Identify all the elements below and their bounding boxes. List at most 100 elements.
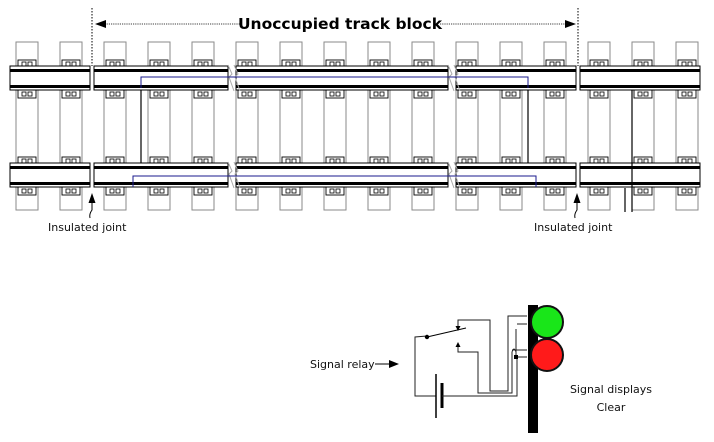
signal	[528, 305, 564, 433]
clip-bolt	[21, 188, 27, 194]
clip-bolt	[197, 188, 203, 194]
track-circuit-wire-top	[140, 76, 529, 88]
clip-bolt	[159, 188, 165, 194]
rail-clip	[237, 89, 257, 99]
track-break-mark	[447, 64, 455, 92]
clip-bolt	[329, 188, 335, 194]
rail-clip	[237, 186, 257, 196]
clip-bolt	[461, 61, 467, 67]
block-extent-indicator: Unoccupied track block	[91, 8, 579, 66]
clip-bolt	[329, 158, 335, 164]
rail-clip	[501, 89, 521, 99]
clip-bolt	[21, 158, 27, 164]
clip-bolt	[65, 61, 71, 67]
rail-clip	[589, 89, 609, 99]
clip-bolt	[549, 188, 555, 194]
callout-arrow-right	[574, 198, 578, 219]
arrow-left-icon	[95, 20, 106, 28]
clip-bolt	[291, 61, 297, 67]
rail-clip	[677, 89, 697, 99]
clip-bolt	[505, 91, 511, 97]
clip-bolt	[643, 61, 649, 67]
clip-bolt	[285, 91, 291, 97]
clip-bolt	[417, 61, 423, 67]
clip-bolt	[687, 61, 693, 67]
clip-bolt	[71, 188, 77, 194]
clip-bolt	[505, 158, 511, 164]
green-light	[530, 305, 564, 339]
clip-bolt	[285, 158, 291, 164]
clip-bolt	[247, 158, 253, 164]
clip-bolt	[65, 158, 71, 164]
rail-clip	[105, 186, 125, 196]
track-break-mark	[233, 64, 241, 92]
battery-wire-right	[442, 356, 527, 397]
track-circuit-wire-bottom	[132, 175, 537, 187]
clip-bolt	[511, 61, 517, 67]
insulated-joint-right-callout: Insulated joint	[534, 193, 613, 234]
clip-bolt	[115, 61, 121, 67]
clip-bolt	[423, 61, 429, 67]
rail-clip	[61, 186, 81, 196]
clip-bolt	[643, 91, 649, 97]
rail-clip	[281, 186, 301, 196]
rail-head	[456, 182, 576, 185]
rail-clip	[369, 89, 389, 99]
track-break-mark	[447, 161, 455, 189]
clip-bolt	[291, 158, 297, 164]
insulated-joint-left-callout: Insulated joint	[48, 193, 127, 234]
track-break-mark	[227, 161, 235, 189]
clip-bolt	[637, 61, 643, 67]
rail-head	[456, 85, 576, 88]
clip-bolt	[511, 188, 517, 194]
signal-post	[528, 305, 538, 433]
rail-head	[580, 182, 700, 185]
rail-clip	[61, 89, 81, 99]
track-break-mark	[233, 161, 241, 189]
clip-bolt	[379, 61, 385, 67]
clip-bolt	[241, 91, 247, 97]
clip-bolt	[593, 61, 599, 67]
rail-head	[10, 166, 90, 169]
clip-bolt	[681, 188, 687, 194]
clip-bolt	[467, 188, 473, 194]
track-break-mark	[227, 64, 235, 92]
clip-bolt	[109, 158, 115, 164]
clip-bolt	[373, 188, 379, 194]
clip-bolt	[687, 188, 693, 194]
clip-bolt	[21, 91, 27, 97]
signal-status-line1: Signal displays	[570, 383, 652, 396]
clip-bolt	[505, 61, 511, 67]
clip-bolt	[417, 188, 423, 194]
clip-bolt	[335, 61, 341, 67]
clip-bolt	[687, 158, 693, 164]
clip-bolt	[379, 188, 385, 194]
clip-bolt	[555, 91, 561, 97]
clip-bolt	[291, 188, 297, 194]
clip-bolt	[241, 158, 247, 164]
clip-bolt	[379, 158, 385, 164]
clip-bolt	[549, 61, 555, 67]
clip-bolt	[159, 91, 165, 97]
clip-bolt	[505, 188, 511, 194]
clip-bolt	[197, 91, 203, 97]
clip-bolt	[379, 91, 385, 97]
clip-bolt	[511, 158, 517, 164]
rail-head	[10, 182, 90, 185]
rail-clip	[633, 186, 653, 196]
track-break-mark	[453, 64, 461, 92]
rail-clip	[105, 89, 125, 99]
insulated-joint-label-right: Insulated joint	[534, 221, 613, 234]
rail-clip	[17, 89, 37, 99]
clip-bolt	[71, 61, 77, 67]
clip-bolt	[27, 188, 33, 194]
rail-clip	[413, 89, 433, 99]
clip-bolt	[247, 188, 253, 194]
rail-head	[580, 69, 700, 72]
clip-bolt	[599, 91, 605, 97]
clip-bolt	[153, 158, 159, 164]
clip-bolt	[329, 91, 335, 97]
clip-bolt	[373, 61, 379, 67]
clip-bolt	[109, 61, 115, 67]
